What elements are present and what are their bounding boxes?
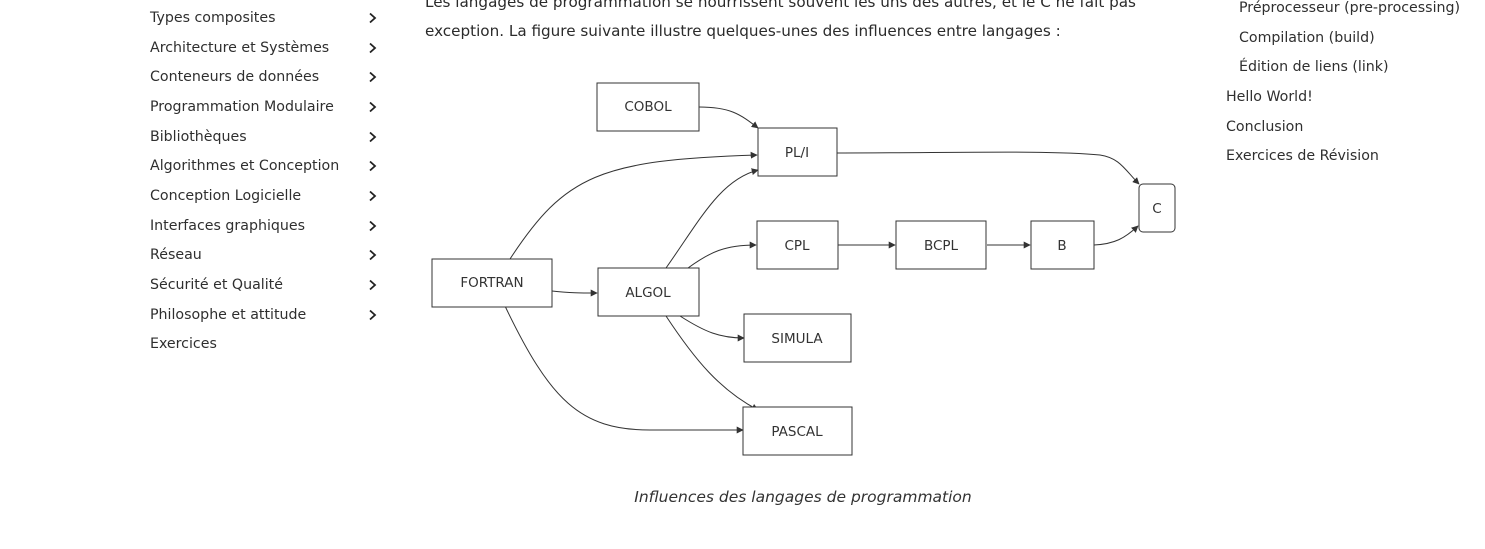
toc-item-preprocesseur[interactable]: Préprocesseur (pre-processing) bbox=[1239, 0, 1461, 16]
sidebar-item-label: Architecture et Systèmes bbox=[150, 39, 330, 56]
sidebar-item-securite-qualite[interactable]: Sécurité et Qualité bbox=[150, 270, 390, 300]
node-b: B bbox=[1030, 220, 1095, 270]
node-label: BCPL bbox=[924, 238, 959, 254]
chevron-right-icon[interactable] bbox=[366, 130, 380, 144]
sidebar-item-conteneurs-donnees[interactable]: Conteneurs de données bbox=[150, 62, 390, 92]
sidebar-nav: Types composites Architecture et Système… bbox=[150, 3, 390, 359]
edge-fortran-pascal bbox=[504, 305, 744, 434]
node-cobol: COBOL bbox=[596, 82, 700, 132]
sidebar-item-exercices[interactable]: Exercices bbox=[150, 330, 390, 360]
sidebar-item-label: Interfaces graphiques bbox=[150, 217, 306, 234]
sidebar-item-label: Conception Logicielle bbox=[150, 187, 302, 204]
sidebar-item-label: Sécurité et Qualité bbox=[150, 277, 283, 294]
sidebar-item-label: Bibliothèques bbox=[150, 128, 247, 145]
node-label: C bbox=[1152, 201, 1161, 217]
node-pli: PL/I bbox=[757, 127, 838, 177]
chevron-right-icon[interactable] bbox=[366, 100, 380, 114]
node-label: COBOL bbox=[624, 99, 672, 115]
toc-item-conclusion[interactable]: Conclusion bbox=[1226, 118, 1304, 135]
sidebar-item-philosophe-attitude[interactable]: Philosophe et attitude bbox=[150, 300, 390, 330]
toc-item-edition-liens[interactable]: Édition de liens (link) bbox=[1239, 59, 1389, 76]
node-label: FORTRAN bbox=[460, 275, 523, 291]
chevron-right-icon[interactable] bbox=[366, 189, 380, 203]
sidebar-item-algorithmes-conception[interactable]: Algorithmes et Conception bbox=[150, 151, 390, 181]
sidebar-item-label: Réseau bbox=[150, 247, 202, 264]
chevron-right-icon[interactable] bbox=[366, 41, 380, 55]
paragraph-line-1: Les langages de programmation se nourris… bbox=[425, 0, 1136, 11]
node-c: C bbox=[1138, 183, 1176, 233]
sidebar-item-programmation-modulaire[interactable]: Programmation Modulaire bbox=[150, 92, 390, 122]
toc-item-exercices-revision[interactable]: Exercices de Révision bbox=[1226, 148, 1379, 165]
sidebar-item-types-composites[interactable]: Types composites bbox=[150, 3, 390, 33]
node-bcpl: BCPL bbox=[895, 220, 987, 270]
sidebar-item-label: Philosophe et attitude bbox=[150, 306, 307, 323]
node-label: PASCAL bbox=[771, 424, 823, 440]
node-cpl: CPL bbox=[756, 220, 839, 270]
node-label: B bbox=[1057, 238, 1066, 254]
node-pascal: PASCAL bbox=[742, 406, 853, 456]
edge-algol-simula bbox=[679, 315, 745, 342]
toc-item-compilation[interactable]: Compilation (build) bbox=[1239, 29, 1375, 46]
edge-algol-pli bbox=[665, 168, 759, 269]
sidebar-item-label: Types composites bbox=[150, 9, 276, 26]
sidebar-item-interfaces-graphiques[interactable]: Interfaces graphiques bbox=[150, 211, 390, 241]
node-simula: SIMULA bbox=[743, 313, 852, 363]
edge-pli-c bbox=[836, 151, 1140, 185]
node-label: ALGOL bbox=[625, 285, 671, 301]
sidebar-item-conception-logicielle[interactable]: Conception Logicielle bbox=[150, 181, 390, 211]
sidebar-item-architecture-systemes[interactable]: Architecture et Systèmes bbox=[150, 33, 390, 63]
paragraph-line-2: exception. La figure suivante illustre q… bbox=[425, 22, 1061, 40]
edge-cobol-pli bbox=[698, 106, 759, 129]
sidebar-item-reseau[interactable]: Réseau bbox=[150, 241, 390, 271]
edge-b-c bbox=[1093, 225, 1139, 246]
diagram-edges bbox=[504, 106, 1140, 434]
chevron-right-icon[interactable] bbox=[366, 308, 380, 322]
chevron-right-icon[interactable] bbox=[366, 219, 380, 233]
chevron-right-icon[interactable] bbox=[366, 278, 380, 292]
node-label: CPL bbox=[784, 238, 810, 254]
edge-fortran-pli bbox=[509, 151, 758, 260]
chevron-right-icon[interactable] bbox=[366, 159, 380, 173]
table-of-contents: Préprocesseur (pre-processing) Compilati… bbox=[1226, 0, 1485, 171]
node-fortran: FORTRAN bbox=[431, 258, 553, 308]
main-content: Les langages de programmation se nourris… bbox=[425, 0, 1195, 46]
chevron-right-icon[interactable] bbox=[366, 11, 380, 25]
sidebar-item-label: Algorithmes et Conception bbox=[150, 158, 340, 175]
figure-caption: Influences des langages de programmation bbox=[634, 488, 972, 506]
node-label: PL/I bbox=[785, 145, 809, 161]
chevron-right-icon[interactable] bbox=[366, 70, 380, 84]
toc-item-hello-world[interactable]: Hello World! bbox=[1226, 88, 1313, 105]
edge-algol-cpl bbox=[687, 241, 757, 269]
chevron-right-icon[interactable] bbox=[366, 248, 380, 262]
edge-algol-pascal bbox=[665, 315, 759, 411]
sidebar-item-label: Programmation Modulaire bbox=[150, 98, 334, 115]
sidebar-item-bibliotheques[interactable]: Bibliothèques bbox=[150, 122, 390, 152]
node-algol: ALGOL bbox=[597, 267, 700, 317]
edge-fortran-algol bbox=[551, 289, 598, 297]
node-label: SIMULA bbox=[771, 331, 823, 347]
sidebar-item-label: Exercices bbox=[150, 336, 217, 353]
influence-diagram: COBOL PL/I FORTRAN ALGOL CPL BCPL B C bbox=[425, 60, 1185, 474]
sidebar-item-label: Conteneurs de données bbox=[150, 69, 320, 86]
